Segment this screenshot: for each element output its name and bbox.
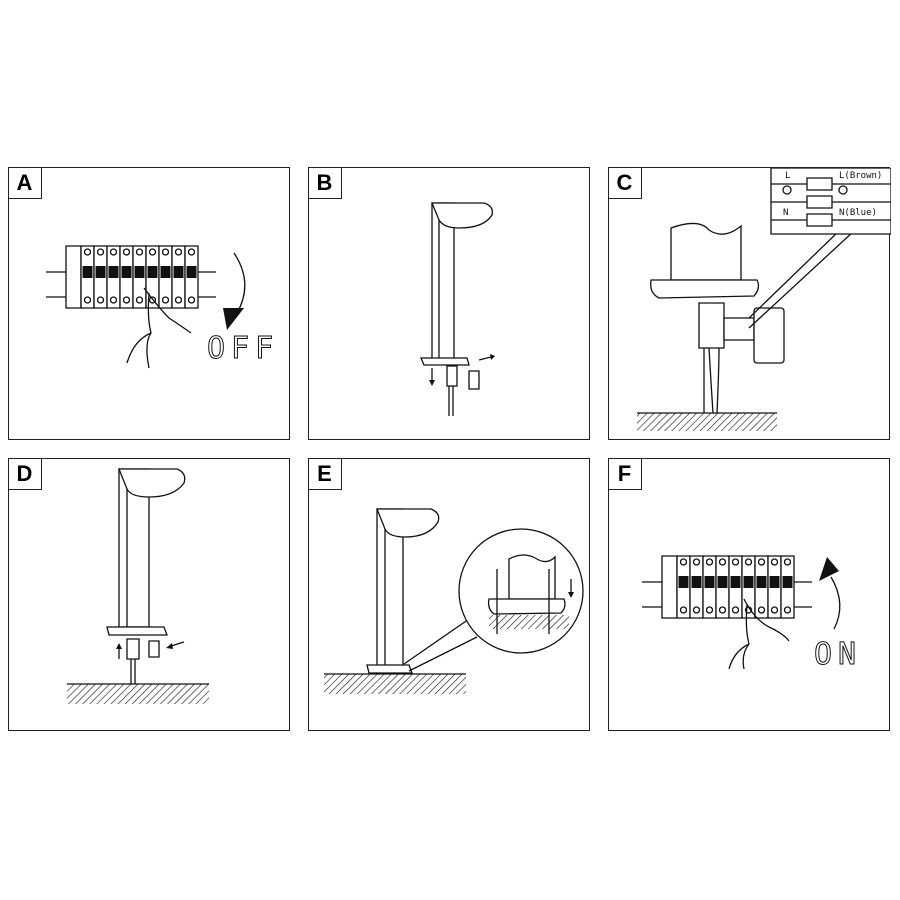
circuit-breaker [690,556,703,618]
circuit-breaker [729,556,742,618]
arrow-up-icon [819,557,839,581]
terminal-block [771,178,891,226]
circuit-breaker [94,246,107,308]
step-f-panel: F ON [607,457,890,731]
step-label: A [7,166,42,199]
arrow-down-icon [429,380,435,386]
circuit-breaker [120,246,133,308]
on-caption: ON [814,637,862,672]
circuit-breaker [677,556,690,618]
breaker-panel [642,556,812,618]
breaker-panel [46,246,216,308]
live-left-label: L [785,171,790,181]
step-e-panel: E [307,457,591,731]
circuit-breaker [146,246,159,308]
circuit-breaker [755,556,768,618]
neutral-right-label: N(Blue) [839,208,877,218]
step-label: F [607,457,642,490]
live-right-label: L(Brown) [839,171,882,181]
step-label: E [307,457,342,490]
step-label: D [7,457,42,490]
step-a-panel: A OFF [7,166,290,441]
circuit-breaker [107,246,120,308]
circuit-breaker [703,556,716,618]
circuit-breaker [172,246,185,308]
breaker-on-illustration: ON [609,459,862,673]
ground-icon [783,186,791,194]
circuit-breaker [81,246,94,308]
circuit-breaker [133,246,146,308]
neutral-left-label: N [783,208,788,218]
circuit-breaker [768,556,781,618]
off-caption: OFF [207,331,279,366]
circuit-breaker [742,556,755,618]
breaker-off-illustration: OFF [9,168,279,441]
arrow-right-icon [490,354,495,360]
arrow-up-icon [116,643,122,649]
circuit-breaker [159,246,172,308]
arrow-left-icon [166,643,173,649]
circuit-breaker [185,246,198,308]
step-label: B [307,166,342,199]
reattach-cover-illustration [67,459,209,704]
arrow-down-icon [568,592,574,598]
circuit-breaker [716,556,729,618]
step-label: C [607,166,642,199]
step-d-panel: D [7,457,290,731]
ground-icon [839,186,847,194]
step-c-panel: C L L(Brown) N N(Blue) [607,166,891,440]
arrow-down-icon [223,308,244,330]
circuit-breaker [781,556,794,618]
wiring-illustration: L L(Brown) N N(Blue) [637,168,891,431]
remove-cover-illustration [309,168,495,441]
fix-to-ground-illustration [324,459,591,694]
step-b-panel: B [307,166,590,441]
